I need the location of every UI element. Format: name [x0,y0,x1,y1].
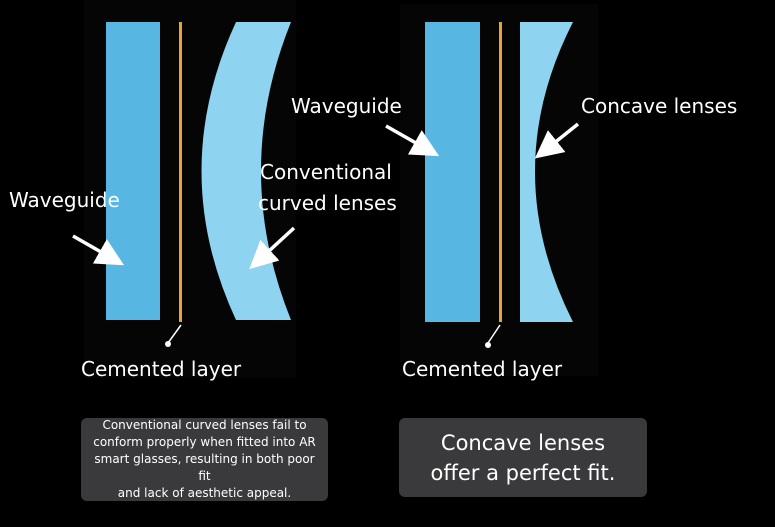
left-waveguide-arrow [72,234,125,266]
left-lens-arrow [249,226,296,270]
right-waveguide-label: Waveguide [291,94,402,118]
right-cemented-layer [499,22,502,322]
left-caption-line: smart glasses, resulting in both poor fi… [94,452,315,483]
right-cemented-pointer [487,324,501,344]
left-curved-lens [201,22,291,320]
left-caption-line: conform properly when fitted into AR [93,435,316,449]
left-caption-line: Conventional curved lenses fail to [102,418,307,432]
right-lens-label: Concave lenses [581,94,738,118]
right-caption-box: Concave lenses offer a perfect fit. [399,418,647,497]
right-waveguide [425,22,480,322]
left-caption-box: Conventional curved lenses fail to confo… [81,418,328,501]
right-cemented-label: Cemented layer [402,357,563,381]
right-caption-line: Concave lenses [440,430,606,455]
left-cemented-pointer [167,324,182,344]
left-cemented-label: Cemented layer [81,357,242,381]
right-lens-arrow [534,122,580,159]
left-waveguide-label: Waveguide [9,188,120,212]
right-waveguide-arrow [385,124,440,157]
left-cemented-layer [179,22,182,322]
right-concave-lens [520,22,573,322]
left-cemented-dot [165,341,171,347]
right-caption-line: offer a perfect fit. [430,460,616,485]
left-lens-label-line2: curved lenses [258,191,397,215]
left-lens-label-line1: Conventional [260,160,392,184]
right-cemented-dot [485,342,491,348]
left-waveguide [106,22,160,320]
left-caption-line: and lack of aesthetic appeal. [117,486,292,500]
